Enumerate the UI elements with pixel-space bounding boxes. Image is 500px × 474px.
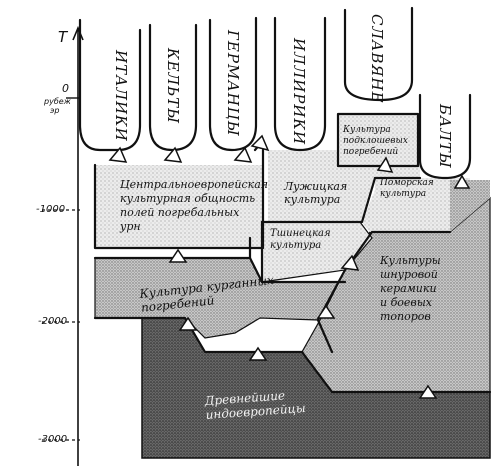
label-line: Культуры <box>379 254 441 267</box>
label-line: топоров <box>380 310 431 323</box>
label-line: культурная общность <box>120 192 255 205</box>
tick-label-2000: -2000 <box>38 316 67 327</box>
label-line: культура <box>284 193 340 206</box>
label-line: Тшинецкая <box>270 228 331 239</box>
arrow-heads <box>108 134 471 399</box>
label-line: урн <box>119 220 141 233</box>
tick-label-1000: -1000 <box>36 204 65 215</box>
lusatian-region <box>268 150 375 222</box>
label-line: керамики <box>380 282 437 295</box>
pomeranian-region <box>362 166 470 232</box>
balts-region <box>450 180 490 232</box>
tick-sublabel-line: рубеж <box>43 97 72 106</box>
people-label-germans: ГЕРМАНЦЫ <box>224 29 242 137</box>
tick-label-0: 0 <box>62 82 69 95</box>
label-line: шнуровой <box>380 268 438 281</box>
people-label-celts: КЕЛЬТЫ <box>164 47 182 124</box>
label-line: Лужицкая <box>283 180 347 193</box>
label-line: погребений <box>343 146 398 157</box>
axis-symbol: T <box>58 28 69 46</box>
tick-sublabel-0: рубеж эр <box>43 97 73 115</box>
label-line: и боевых <box>380 296 433 309</box>
people-label-balts: БАЛТЫ <box>436 103 454 169</box>
label-line: полей погребальных <box>120 206 240 219</box>
people-label-illyrians: ИЛЛИРИКИ <box>290 37 308 145</box>
label-line: культура <box>270 240 321 251</box>
label-line: Культура <box>342 125 391 135</box>
culture-label-ancient: Древнейшиеиндоевропейцы <box>203 387 306 422</box>
label-line: культура <box>380 189 426 199</box>
peoples: ИТАЛИКИ КЕЛЬТЫ ГЕРМАНЦЫ ИЛЛИРИКИ СЛАВЯНЕ… <box>112 14 454 169</box>
label-line: Древнейшие <box>203 388 285 408</box>
label-line: Центральноевропейская <box>120 178 268 191</box>
urnfield-region <box>95 165 263 248</box>
label-line: Поморская <box>379 178 434 188</box>
podklosh-region <box>338 114 418 166</box>
tick-sublabel-line: эр <box>50 106 59 115</box>
tick-label-3000: -3000 <box>38 434 67 445</box>
people-label-italics: ИТАЛИКИ <box>112 49 130 142</box>
label-line: индоевропейцы <box>205 401 306 422</box>
people-label-slavs: СЛАВЯНЕ <box>368 14 386 104</box>
label-line: подклошевых <box>343 136 408 146</box>
time-axis: T 0 рубеж эр -1000 -2000 -3000 <box>36 25 84 466</box>
